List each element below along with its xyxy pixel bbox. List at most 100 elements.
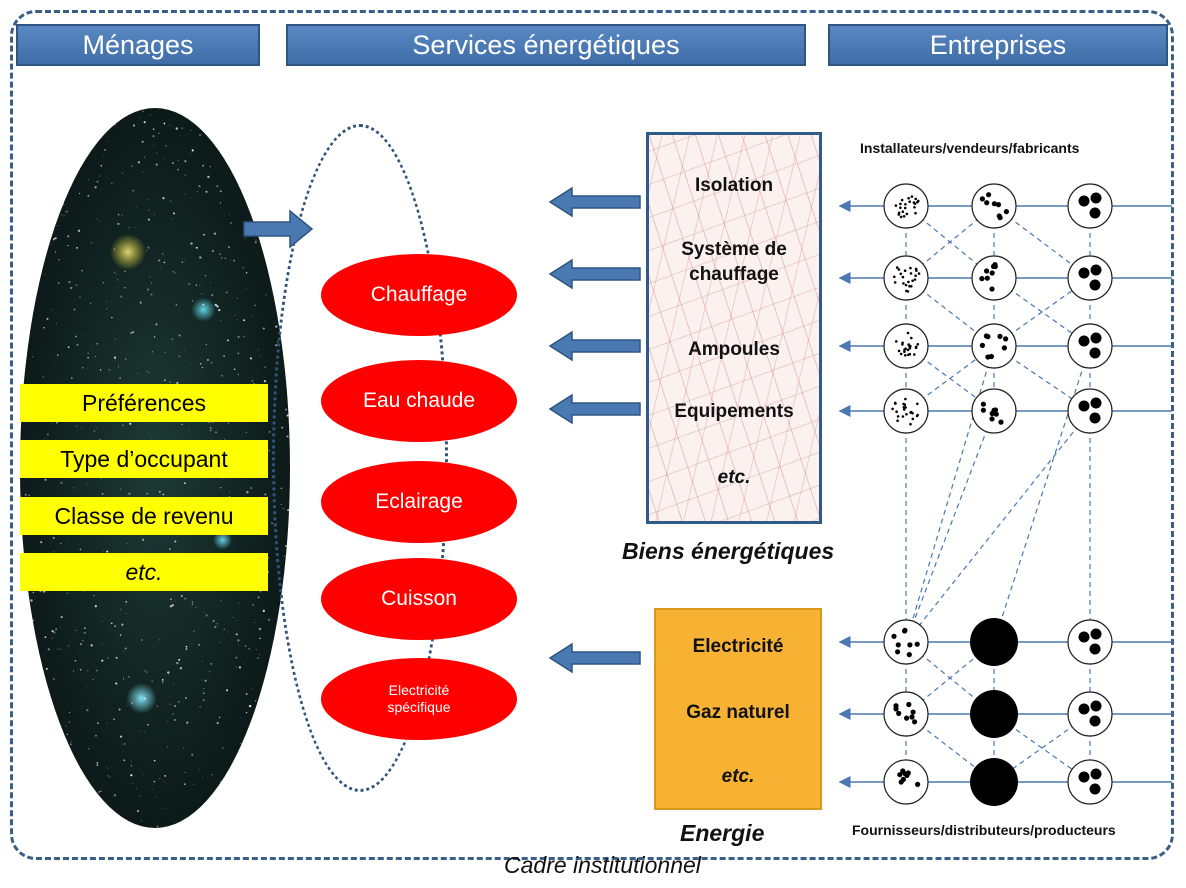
firm-dot — [980, 401, 987, 407]
firm-dot — [910, 195, 914, 198]
energy-gaz-naturel: Gaz naturel — [686, 702, 790, 723]
firm-dot — [1090, 700, 1102, 712]
firm-dot — [897, 772, 903, 778]
firm-node-filled — [970, 690, 1018, 738]
good-etc: etc. — [717, 467, 751, 488]
firm-node — [883, 691, 929, 737]
firm-dot — [904, 397, 907, 401]
firm-dot — [912, 719, 918, 725]
firm-dot — [1089, 715, 1101, 727]
firm-dot — [1089, 783, 1101, 795]
firm-dot — [1089, 207, 1101, 219]
firm-dot — [1003, 209, 1010, 215]
firm-dot — [902, 406, 906, 409]
firm-dot — [909, 411, 912, 414]
firm-dot — [895, 642, 901, 648]
firm-dot — [984, 200, 990, 206]
firm-dot — [979, 276, 985, 282]
firm-dot — [1078, 267, 1090, 279]
firm-dot — [899, 272, 903, 276]
firm-dot — [897, 213, 901, 216]
firm-dot — [893, 275, 896, 279]
firm-dot — [1078, 703, 1090, 715]
firm-dot — [901, 210, 905, 213]
firm-dot — [980, 407, 987, 413]
firm-dot — [895, 340, 898, 343]
firm-dot — [891, 633, 897, 639]
firm-dot — [894, 204, 898, 207]
arrow-ampoules — [548, 330, 641, 362]
firm-dot — [907, 196, 910, 200]
firm-dot — [996, 213, 1002, 219]
service-cuisson: Cuisson — [321, 558, 517, 640]
firm-dot — [992, 263, 998, 270]
firm-dot — [1089, 643, 1101, 655]
firm-dot — [998, 419, 1004, 425]
firm-dot — [1089, 347, 1101, 359]
network-link — [993, 345, 1091, 643]
frame-caption: Cadre institutionnel — [504, 852, 701, 878]
arrow-equipements — [548, 393, 641, 425]
firm-dot — [904, 203, 907, 206]
firm-dot — [895, 266, 899, 269]
firm-dot — [989, 410, 995, 417]
firm-dot — [899, 206, 902, 209]
service-eclairage: Eclairage — [321, 461, 517, 543]
firm-dot — [984, 275, 990, 281]
firm-dot — [903, 269, 907, 273]
firm-dot — [1078, 771, 1090, 783]
suppliers-top-label: Installateurs/vendeurs/fabricants — [860, 140, 1080, 156]
header-entreprises: Entreprises — [828, 24, 1168, 66]
firm-dot — [1003, 336, 1009, 342]
firm-dot — [906, 652, 912, 658]
firm-dot — [901, 275, 905, 279]
firm-dot — [891, 407, 894, 411]
firm-node — [883, 183, 929, 229]
firm-dot — [903, 350, 906, 354]
good-isolation: Isolation — [694, 175, 774, 196]
firm-node — [971, 323, 1017, 369]
firm-dot — [989, 286, 995, 292]
firm-dot — [902, 402, 905, 406]
arrow-households-to-services — [243, 209, 314, 249]
firm-dot — [900, 198, 904, 202]
firm-dot — [1090, 768, 1102, 780]
firm-dot — [1001, 345, 1008, 351]
firm-dot — [906, 331, 910, 335]
firm-dot — [985, 354, 991, 360]
attribute-income-class: Classe de revenu — [20, 497, 268, 535]
goods-caption: Biens énergétiques — [622, 538, 835, 564]
firm-dot — [914, 197, 917, 201]
firm-dot — [911, 412, 914, 415]
firm-dot — [903, 206, 907, 210]
attribute-occupant-type: Type d’occupant — [20, 440, 268, 478]
firm-dot — [986, 192, 992, 198]
firm-dot — [906, 701, 912, 708]
firm-dot — [1078, 631, 1090, 643]
firm-dot — [914, 267, 918, 271]
firm-node-filled — [970, 758, 1018, 806]
firm-dot — [917, 272, 921, 275]
firm-dot — [905, 289, 908, 293]
firm-dot — [917, 199, 920, 203]
firm-dot — [993, 411, 999, 417]
firm-dot — [895, 649, 901, 655]
firm-dot — [1078, 195, 1090, 207]
service-chauffage: Chauffage — [321, 254, 517, 336]
firm-dot — [908, 346, 912, 350]
energy-goods-box — [646, 132, 822, 524]
firm-dot — [1078, 400, 1090, 412]
attribute-preferences: Préférences — [20, 384, 268, 422]
firm-node — [1067, 691, 1113, 737]
firm-dot — [991, 201, 998, 207]
firm-dot — [979, 342, 986, 348]
firm-dot — [893, 401, 897, 405]
firm-dot — [908, 352, 912, 356]
firm-dot — [902, 628, 908, 634]
firm-dot — [896, 415, 900, 418]
firm-dot — [914, 274, 917, 278]
firm-dot — [911, 279, 914, 283]
firm-node — [883, 759, 929, 805]
firm-node — [1067, 388, 1113, 434]
firm-dot — [909, 714, 915, 720]
